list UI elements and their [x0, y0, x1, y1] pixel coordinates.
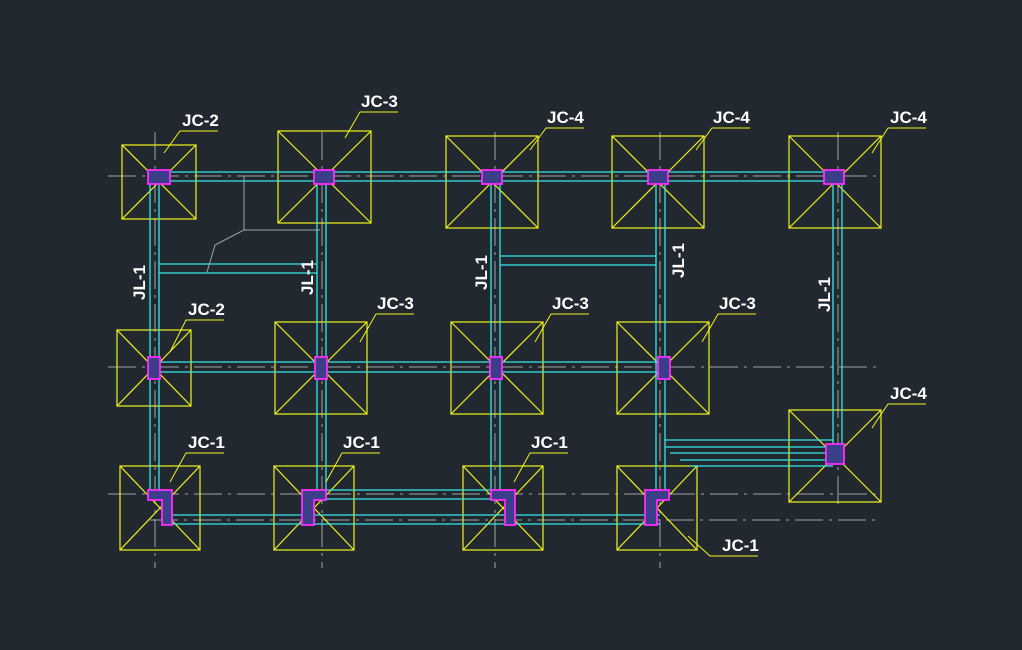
beam-label: JL-1 [815, 277, 834, 312]
footing-labels: JC-2 JC-3 JC-4 JC-4 JC-4 JC-2 JC-3 JC-3 … [182, 92, 927, 555]
footing-label: JC-4 [890, 384, 927, 403]
column [301, 489, 327, 526]
footing-f13 [462, 465, 544, 551]
footing-label: JC-3 [361, 92, 398, 111]
beam-label: JL-1 [298, 260, 317, 295]
leader-line [695, 127, 750, 151]
leaders [163, 111, 926, 557]
footing-label: JC-2 [182, 111, 219, 130]
column [313, 169, 335, 185]
column [644, 489, 670, 526]
column [314, 356, 328, 380]
leader-line [163, 130, 218, 154]
footing-f11 [119, 465, 201, 551]
beam-labels: JL-1 JL-1 JL-1 JL-1 JL-1 [130, 243, 834, 312]
column [147, 356, 161, 380]
beam-label: JL-1 [472, 255, 491, 290]
column [490, 489, 516, 526]
leader-line [325, 452, 380, 483]
leader-line [534, 313, 589, 343]
footing-label: JC-4 [713, 108, 750, 127]
footing-label: JC-3 [719, 294, 756, 313]
footing-label: JC-2 [188, 300, 225, 319]
break-line [206, 176, 245, 273]
footing-label: JC-3 [377, 294, 414, 313]
leader-line [513, 452, 568, 483]
footing-label: JC-1 [343, 433, 380, 452]
leader-line [169, 452, 224, 483]
column [489, 356, 503, 380]
column [647, 169, 669, 185]
footing-label: JC-4 [890, 108, 927, 127]
leader-line [687, 535, 758, 557]
column [147, 489, 173, 526]
column [657, 356, 671, 380]
column [823, 169, 845, 185]
footing-label: JC-1 [722, 536, 759, 555]
footing-label: JC-1 [188, 433, 225, 452]
leader-line [344, 111, 398, 139]
footing-label: JC-4 [547, 108, 584, 127]
footing-label: JC-1 [531, 433, 568, 452]
leader-line [169, 319, 224, 353]
axis-lines [108, 132, 880, 568]
leader-line [871, 403, 926, 429]
footings [116, 130, 882, 551]
leader-line [529, 127, 584, 151]
beam-label: JL-1 [130, 265, 149, 300]
leader-line [359, 313, 414, 343]
columns [147, 169, 845, 526]
column [825, 443, 845, 465]
column [147, 169, 171, 185]
beams [149, 171, 843, 525]
leader-line [701, 313, 756, 343]
column [481, 169, 503, 185]
beam-label: JL-1 [669, 243, 688, 278]
leader-line [871, 127, 926, 154]
footing-label: JC-3 [552, 294, 589, 313]
